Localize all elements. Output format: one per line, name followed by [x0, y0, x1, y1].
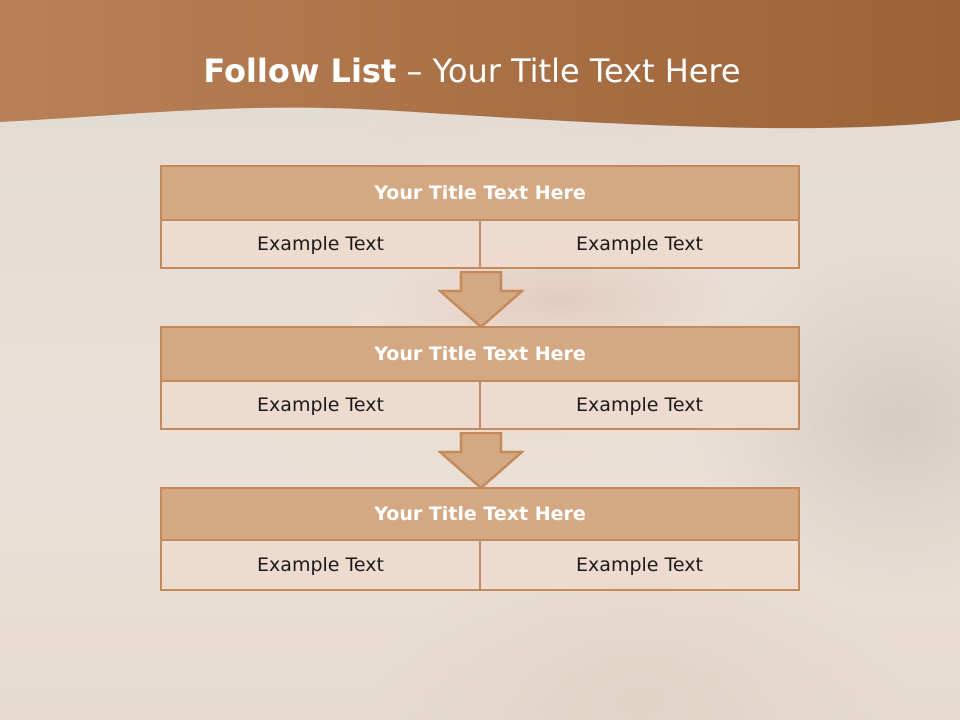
- down-arrow-icon: [438, 271, 524, 329]
- block-title: Your Title Text Here: [160, 165, 800, 221]
- slide-title-bold: Follow List: [203, 52, 397, 90]
- slide-title: Follow List – Your Title Text Here: [0, 52, 944, 90]
- list-block-2: Your Title Text Here Example Text Exampl…: [160, 326, 800, 430]
- block-row: Example Text Example Text: [160, 382, 800, 430]
- block-cell-right: Example Text: [481, 221, 800, 269]
- block-title: Your Title Text Here: [160, 487, 800, 541]
- block-cell-left: Example Text: [160, 221, 481, 269]
- down-arrow-icon: [438, 432, 524, 490]
- block-cell-right: Example Text: [481, 382, 800, 430]
- list-block-3: Your Title Text Here Example Text Exampl…: [160, 487, 800, 591]
- block-title: Your Title Text Here: [160, 326, 800, 382]
- block-cell-right: Example Text: [481, 541, 800, 591]
- header-band: [0, 0, 960, 129]
- block-row: Example Text Example Text: [160, 541, 800, 591]
- slide-title-rest: – Your Title Text Here: [396, 52, 741, 90]
- block-cell-left: Example Text: [160, 541, 481, 591]
- block-row: Example Text Example Text: [160, 221, 800, 269]
- list-block-1: Your Title Text Here Example Text Exampl…: [160, 165, 800, 269]
- block-cell-left: Example Text: [160, 382, 481, 430]
